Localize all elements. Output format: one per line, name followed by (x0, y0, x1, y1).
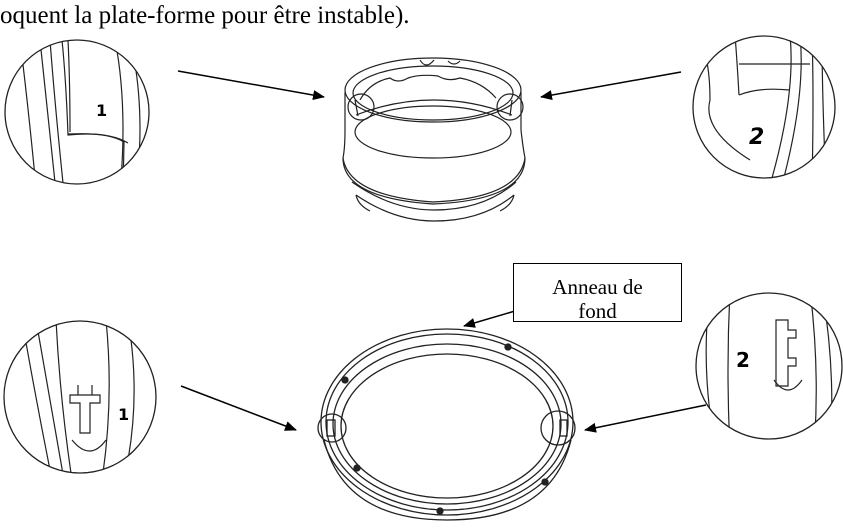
detail-number-bottom-left: 1 (118, 405, 129, 424)
upper-ring-drawing (342, 57, 526, 222)
arrow-bottom-right (584, 404, 707, 433)
pointer-arrows (177, 70, 707, 433)
callout-label-box: Anneau de fond (513, 263, 682, 322)
detail-circle-top-right (692, 35, 836, 179)
detail-circle-bottom-left (3, 320, 157, 474)
detail-circle-bottom-right (695, 292, 843, 440)
detail-number-top-right: 2 (749, 125, 764, 150)
detail-number-top-left: 1 (96, 101, 107, 120)
callout-text-line2: fond (578, 299, 617, 322)
arrow-top-right (540, 71, 682, 100)
caption-text: oquent la plate-forme pour être instable… (0, 2, 410, 29)
detail-number-bottom-right: 2 (736, 348, 750, 372)
detail-circle-top-left (4, 39, 150, 185)
arrow-top-left (177, 70, 325, 100)
arrow-bottom-left (180, 385, 297, 431)
bottom-ring-drawing (317, 328, 576, 521)
callout-text-line1: Anneau de (552, 275, 643, 299)
